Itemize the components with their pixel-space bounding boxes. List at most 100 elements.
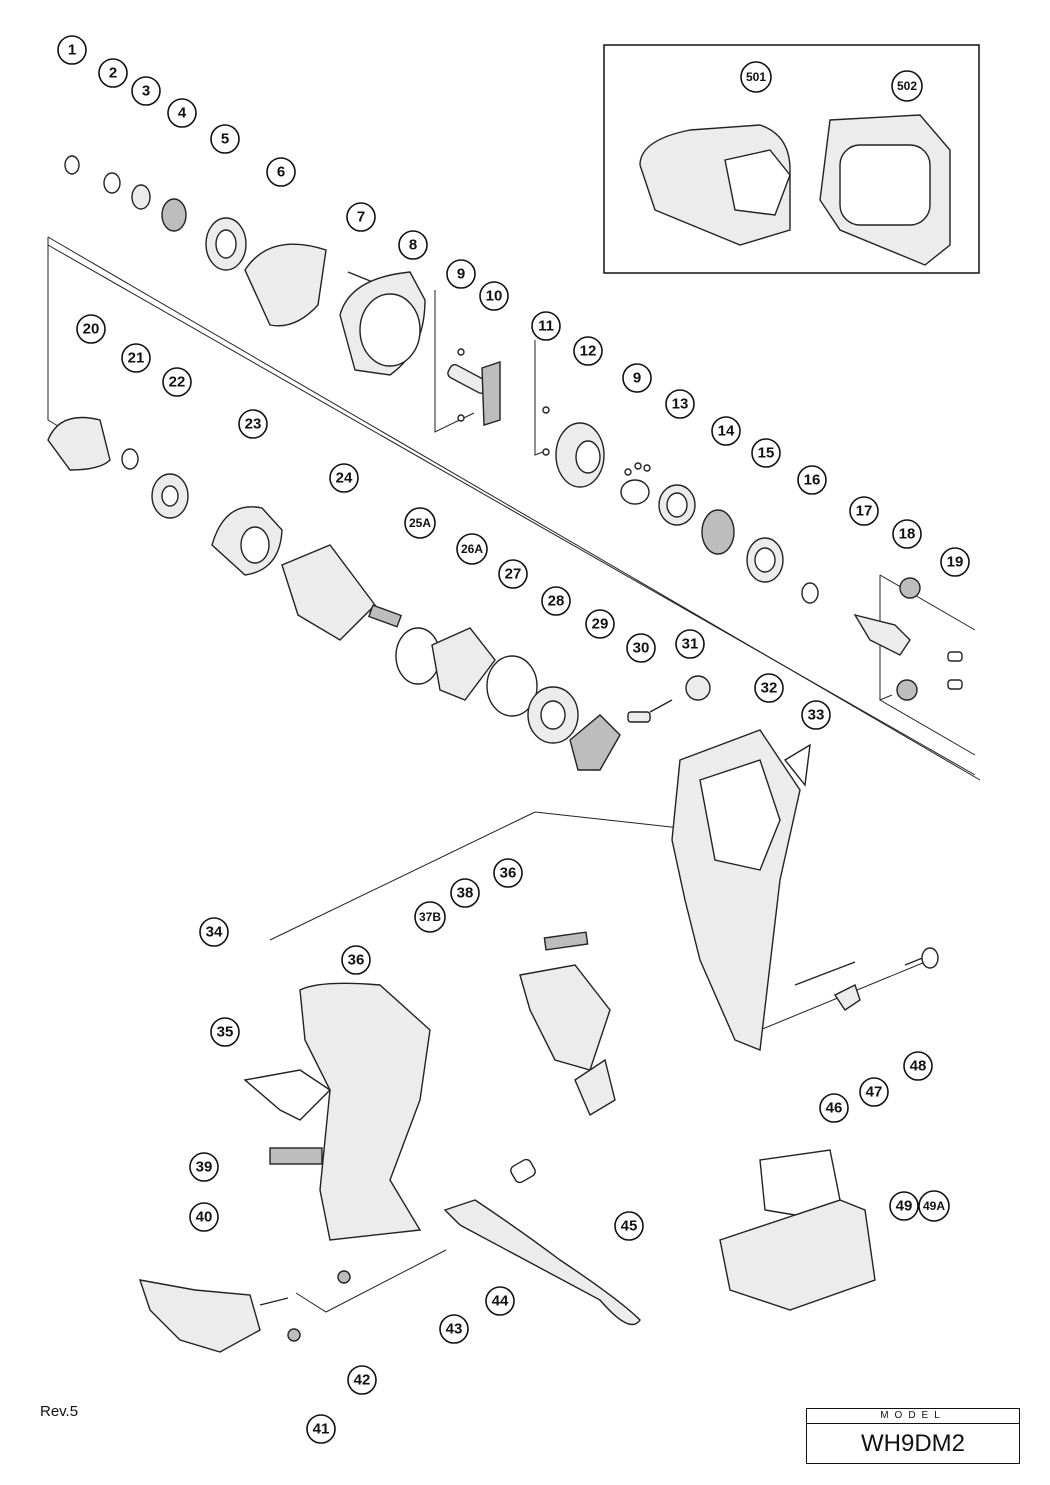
callout-26A: 26A	[456, 533, 488, 565]
callout-13: 13	[665, 389, 695, 419]
callout-circle	[404, 507, 436, 539]
callout-circle	[131, 76, 161, 106]
callout-number: 12	[580, 343, 597, 360]
callout-number: 18	[899, 526, 916, 543]
callout-circle	[439, 1314, 469, 1344]
callout-circle	[57, 35, 87, 65]
callout-circle	[346, 202, 376, 232]
callout-5: 5	[210, 124, 240, 154]
callout-6: 6	[266, 157, 296, 187]
callout-7: 7	[346, 202, 376, 232]
callout-circle	[531, 311, 561, 341]
callout-circle	[162, 367, 192, 397]
callout-number: 47	[866, 1084, 883, 1101]
callout-number: 13	[672, 396, 689, 413]
callout-number: 48	[910, 1058, 927, 1075]
callout-18: 18	[892, 519, 922, 549]
model-label: MODEL	[807, 1409, 1019, 1424]
callout-49A: 49A	[918, 1190, 950, 1222]
callout-27: 27	[498, 559, 528, 589]
callout-number: 21	[128, 350, 145, 367]
callout-number: 35	[217, 1024, 234, 1041]
callout-25A: 25A	[404, 507, 436, 539]
callout-number: 11	[538, 318, 554, 335]
callout-circle	[751, 438, 781, 468]
callout-number: 23	[245, 416, 262, 433]
callout-circle	[819, 1093, 849, 1123]
callout-number: 1	[68, 42, 76, 59]
callout-39: 39	[189, 1152, 219, 1182]
callout-30: 30	[626, 633, 656, 663]
callout-circle	[189, 1202, 219, 1232]
callout-number: 29	[592, 616, 609, 633]
callout-circle	[76, 314, 106, 344]
model-title-block: MODEL WH9DM2	[806, 1408, 1020, 1464]
callout-circle	[541, 586, 571, 616]
callout-10: 10	[479, 281, 509, 311]
callout-circle	[347, 1365, 377, 1395]
callout-circle	[479, 281, 509, 311]
callout-21: 21	[121, 343, 151, 373]
callout-44: 44	[485, 1286, 515, 1316]
callout-34: 34	[199, 917, 229, 947]
callout-circle	[849, 496, 879, 526]
callout-15: 15	[751, 438, 781, 468]
housing-parts	[138, 729, 939, 1353]
callout-36: 36	[493, 858, 523, 888]
callout-45: 45	[614, 1211, 644, 1241]
model-value: WH9DM2	[860, 1430, 965, 1457]
callout-number: 26A	[461, 542, 483, 556]
callout-number: 46	[826, 1100, 843, 1117]
callout-number: 6	[277, 164, 285, 181]
callout-circle	[189, 1152, 219, 1182]
callout-circle	[414, 901, 446, 933]
callout-number: 42	[354, 1372, 371, 1389]
callout-circle	[167, 98, 197, 128]
callout-circle	[329, 463, 359, 493]
callout-8: 8	[398, 230, 428, 260]
callout-number: 32	[761, 680, 778, 697]
callout-12: 12	[573, 336, 603, 366]
callout-number: 10	[486, 288, 503, 305]
callout-number: 27	[505, 566, 522, 583]
battery-and-accessories	[639, 114, 951, 1311]
callout-38: 38	[450, 878, 480, 908]
callout-49: 49	[889, 1191, 919, 1221]
callout-circle	[585, 609, 615, 639]
callout-32: 32	[754, 673, 784, 703]
callout-29: 29	[585, 609, 615, 639]
callout-40: 40	[189, 1202, 219, 1232]
callout-circle	[210, 1017, 240, 1047]
callout-circle	[711, 416, 741, 446]
callout-number: 15	[758, 445, 775, 462]
callout-number: 9	[633, 370, 641, 387]
callout-43: 43	[439, 1314, 469, 1344]
callout-number: 5	[221, 131, 229, 148]
callout-16: 16	[797, 465, 827, 495]
callout-circle	[121, 343, 151, 373]
callout-17: 17	[849, 496, 879, 526]
callout-number: 25A	[409, 516, 431, 530]
callout-number: 36	[500, 865, 517, 882]
callout-36: 36	[341, 945, 371, 975]
callout-3: 3	[131, 76, 161, 106]
callout-circle	[740, 61, 772, 93]
callout-number: 3	[142, 83, 150, 100]
callout-number: 17	[856, 503, 873, 520]
callout-number: 40	[196, 1209, 213, 1226]
callout-circle	[801, 700, 831, 730]
callout-number: 20	[83, 321, 100, 338]
accessory-inset-box	[603, 44, 980, 274]
callout-20: 20	[76, 314, 106, 344]
callout-circle	[485, 1286, 515, 1316]
callout-501: 501	[740, 61, 772, 93]
callout-circle	[98, 58, 128, 88]
callout-number: 19	[947, 554, 964, 571]
callout-number: 22	[169, 374, 186, 391]
callout-502: 502	[891, 70, 923, 102]
callout-circle	[622, 363, 652, 393]
callout-48: 48	[903, 1051, 933, 1081]
callout-number: 24	[336, 470, 353, 487]
callout-number: 49A	[923, 1199, 945, 1213]
callout-11: 11	[531, 311, 561, 341]
